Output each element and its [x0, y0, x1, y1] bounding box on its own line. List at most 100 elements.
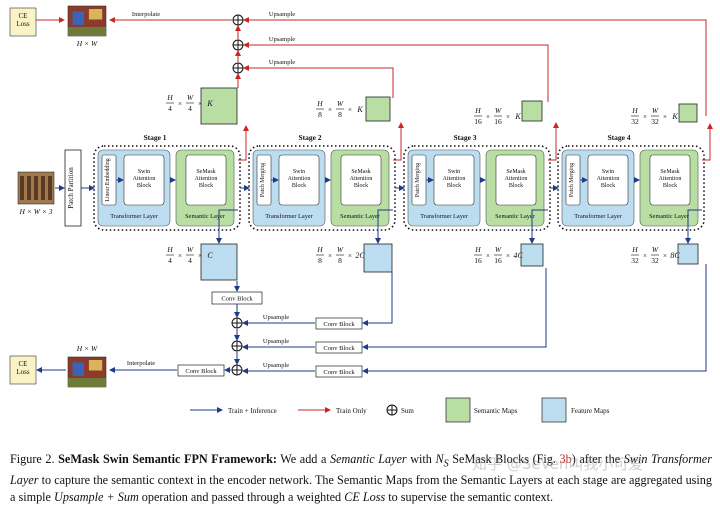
input-size: H × W × 3 [18, 207, 52, 216]
dim-den: 8 [318, 110, 322, 119]
patch-partition-label: Patch Partition [67, 167, 75, 209]
transformer-layer-label: Transformer Layer [265, 213, 313, 220]
dim-den: 4 [188, 256, 192, 265]
dim-channel: 8C [670, 251, 680, 260]
feat2-path [362, 272, 393, 326]
caption-text-6: operation and passed through a weighted [138, 490, 345, 505]
dim-times: × [663, 252, 667, 260]
caption-text-3: SeMask Blocks (Fig. [448, 452, 560, 466]
dim-channel: K [514, 112, 521, 121]
feature-map [200, 243, 238, 281]
dim-times: × [486, 113, 490, 121]
transformer-layer-label: Transformer Layer [574, 213, 622, 220]
semantic-layer-label: Semantic Layer [340, 213, 381, 220]
input-image-stripe [41, 176, 45, 200]
swin-attention-block [587, 154, 629, 206]
to-semantic-map [238, 125, 249, 161]
dim-num: W [652, 245, 659, 254]
caption-ns: N [435, 452, 444, 466]
dim-channel: K [206, 99, 213, 108]
semantic-layer-label: Semantic Layer [495, 213, 536, 220]
ce-loss-bottom [9, 355, 37, 385]
dim-times: × [328, 106, 332, 114]
dim-num: W [187, 245, 194, 254]
thumb-patch [68, 378, 106, 387]
semantic-layer-label: Semantic Layer [649, 213, 690, 220]
caption-text-5: to capture the semantic context in the e… [10, 473, 712, 505]
ce-loss-top [9, 7, 37, 37]
feature-map [677, 243, 699, 265]
caption-text-7: to supervise the semantic context. [385, 490, 554, 505]
conv-block-label: Conv Block [221, 296, 253, 303]
dim-den: 4 [168, 256, 172, 265]
stage-frame [93, 145, 241, 231]
semantic-layer-label: Semantic Layer [185, 213, 226, 220]
dim-num: W [337, 99, 344, 108]
semantic-dim-label: H16×W16×K [474, 106, 521, 126]
semask-attention-block [340, 154, 382, 206]
figure-caption: Figure 2. SeMask Swin Semantic FPN Frame… [10, 451, 712, 506]
input-image-stripe [20, 176, 24, 200]
caption-swin-tl: Swin Transformer Layer [10, 452, 712, 488]
stage-frame [557, 145, 705, 231]
feature-map [520, 243, 544, 267]
dim-channel: 2C [355, 251, 365, 260]
legend-feature-swatch [541, 397, 567, 423]
dim-den: 8 [338, 256, 342, 265]
legend-train-only-label: Train Only [336, 407, 367, 415]
dim-num: H [316, 245, 323, 254]
dim-channel: 4C [513, 251, 523, 260]
dim-num: W [652, 106, 659, 115]
dim-num: W [495, 106, 502, 115]
stage-title: Stage 1 [143, 133, 166, 142]
dim-num: H [166, 245, 173, 254]
conv-block-label: Conv Block [185, 368, 217, 375]
dim-times: × [198, 252, 202, 260]
caption-text-2: with [406, 452, 436, 466]
dim-times: × [178, 252, 182, 260]
fpn-upsample-label: Upsample [263, 338, 289, 345]
first-block-label: Patch Merging [260, 163, 266, 197]
transformer-layer-label: Transformer Layer [110, 213, 158, 220]
semantic-dim-label: H8×W8×K [316, 99, 363, 119]
semantic-map [521, 100, 543, 122]
upsample-label-3: Upsample [269, 59, 295, 66]
image-size-top: H × W [76, 39, 98, 48]
stage-frame [403, 145, 551, 231]
caption-ce-loss: CE Loss [344, 490, 386, 505]
input-image-stripe [34, 176, 38, 200]
stage-title: Stage 3 [453, 133, 476, 142]
dim-times: × [348, 106, 352, 114]
caption-upsum: Upsample + Sum [54, 490, 139, 505]
caption-prefix: Figure 2. [10, 452, 55, 466]
caption-ns-sub: S [443, 458, 449, 470]
dim-times: × [328, 252, 332, 260]
legend-semantic-label: Semantic Maps [474, 407, 518, 415]
semantic-map [200, 87, 238, 125]
to-semantic-map [393, 122, 404, 161]
to-semantic-map [548, 122, 559, 161]
swin-attention-block [278, 154, 320, 206]
dim-den: 32 [631, 256, 639, 265]
upsample-label-1: Upsample [269, 11, 295, 18]
dim-channel: K [356, 105, 363, 114]
dim-channel: K [671, 112, 678, 121]
feature-dim-label: H4×W4×C [166, 245, 213, 265]
dim-times: × [643, 113, 647, 121]
caption-text-4: ) after the [571, 452, 624, 466]
to-feature-map [529, 209, 548, 244]
semask-attention-block [649, 154, 691, 206]
upsample-line-1 [243, 17, 707, 116]
thumb-patch [72, 362, 84, 376]
legend-sum-label: Sum [401, 407, 414, 415]
caption-fig-ref[interactable]: 3b [559, 452, 572, 466]
feature-dim-label: H8×W8×2C [316, 245, 365, 265]
